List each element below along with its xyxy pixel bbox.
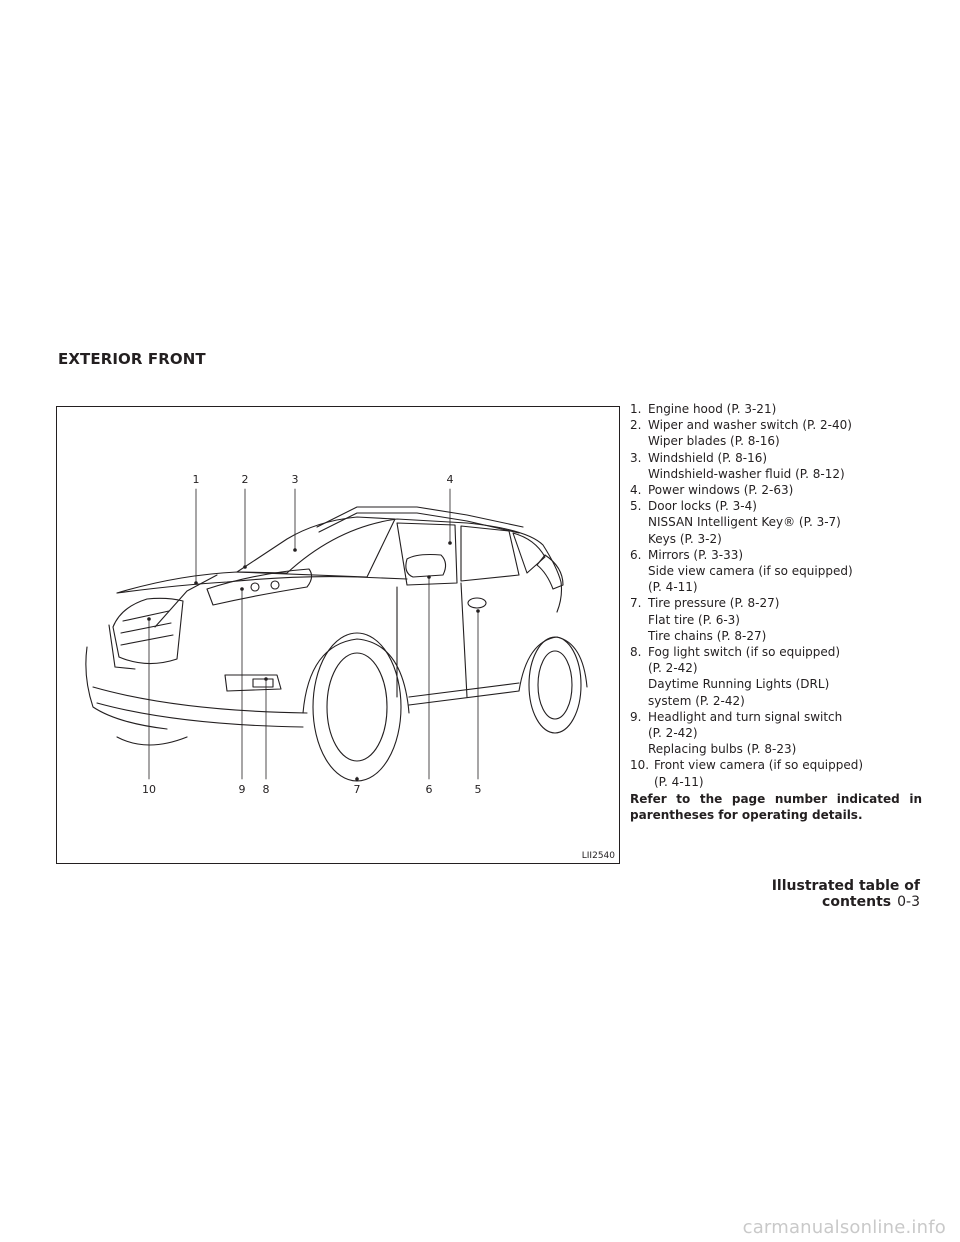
exterior-front-figure: 1 2 3 4 5 6 7 8 9 10 LII2540 [56,406,620,864]
callout-4: 4 [447,473,454,486]
page-number: 0-3 [897,894,920,910]
figure-id: LII2540 [581,851,615,861]
callout-9: 9 [239,783,246,796]
callout-8: 8 [263,783,270,796]
legend-item: 3. Windshield (P. 8-16) Windshield-washe… [630,450,845,481]
legend-list: 1. Engine hood (P. 3-21) 2. Wiper and wa… [630,401,920,790]
footer-section-label: Illustrated table of contents [771,878,920,910]
legend-item: 10. Front view camera (if so equipped) (… [630,758,864,789]
legend-item: 6. Mirrors (P. 3-33) Side view camera (i… [630,547,853,595]
watermark: carmanualsonline.info [742,1217,946,1238]
section-title: EXTERIOR FRONT [58,350,206,368]
legend-item: 7. Tire pressure (P. 8-27) Flat tire (P.… [630,596,780,643]
legend-item: 1. Engine hood (P. 3-21) [630,402,777,416]
callout-3: 3 [292,473,299,486]
vehicle-illustration: 1 2 3 4 5 6 7 8 9 10 [85,473,588,796]
callout-10: 10 [142,783,156,796]
callout-1: 1 [193,473,200,486]
callout-6: 6 [426,783,433,796]
callout-2: 2 [242,473,249,486]
legend-item: 4. Power windows (P. 2-63) [630,483,794,498]
legend-item: 9. Headlight and turn signal switch (P. … [630,709,843,757]
callout-5: 5 [475,783,482,796]
operating-details-note: Refer to the page number indicated in pa… [630,792,922,822]
legend-item: 8. Fog light switch (if so equipped) (P.… [630,645,841,708]
callout-7: 7 [354,783,361,796]
legend-item: 5. Door locks (P. 3-4) NISSAN Intelligen… [630,499,841,546]
legend-item: 2. Wiper and washer switch (P. 2-40) Wip… [630,418,852,449]
